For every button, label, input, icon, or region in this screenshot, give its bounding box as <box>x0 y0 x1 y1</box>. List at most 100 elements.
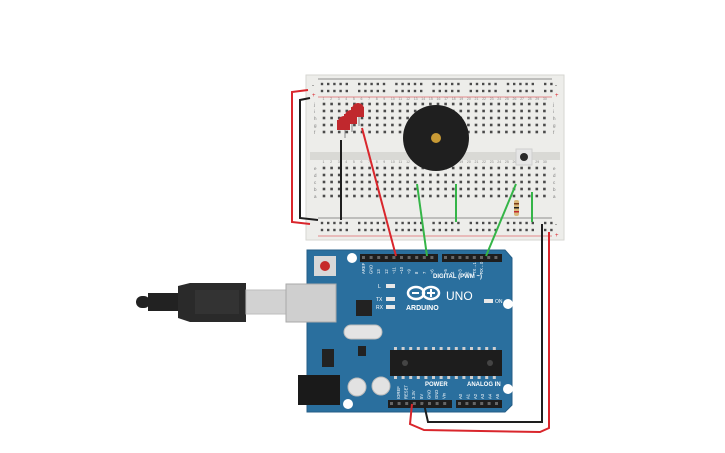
breadboard-hole[interactable] <box>391 116 394 120</box>
breadboard-hole[interactable] <box>406 102 409 106</box>
breadboard-hole[interactable] <box>512 130 516 134</box>
breadboard-hole[interactable] <box>535 187 539 191</box>
header-pin[interactable] <box>472 402 476 405</box>
breadboard-hole[interactable] <box>467 166 470 170</box>
rail-hole[interactable] <box>432 82 435 86</box>
rail-hole[interactable] <box>370 228 373 232</box>
breadboard-hole[interactable] <box>330 116 333 120</box>
breadboard-hole[interactable] <box>330 194 333 198</box>
breadboard-hole[interactable] <box>497 109 501 113</box>
rail-hole[interactable] <box>376 228 379 232</box>
breadboard-hole[interactable] <box>474 187 478 191</box>
breadboard-hole[interactable] <box>543 180 546 184</box>
breadboard-hole[interactable] <box>535 116 539 120</box>
breadboard-hole[interactable] <box>543 173 546 177</box>
header-pin[interactable] <box>392 256 396 259</box>
rail-hole[interactable] <box>333 82 336 86</box>
breadboard-hole[interactable] <box>368 130 371 134</box>
rail-hole[interactable] <box>531 89 534 93</box>
breadboard-hole[interactable] <box>375 123 379 127</box>
breadboard-hole[interactable] <box>489 187 493 191</box>
breadboard-hole[interactable] <box>391 123 394 127</box>
breadboard-hole[interactable] <box>512 109 516 113</box>
breadboard-hole[interactable] <box>345 102 349 106</box>
rail-hole[interactable] <box>358 82 361 86</box>
breadboard-hole[interactable] <box>451 102 455 106</box>
resistor[interactable] <box>514 200 519 216</box>
breadboard-hole[interactable] <box>505 166 508 170</box>
header-pin[interactable] <box>487 256 491 259</box>
breadboard-hole[interactable] <box>413 194 417 198</box>
breadboard-hole[interactable] <box>375 116 379 120</box>
rail-hole[interactable] <box>494 221 497 225</box>
header-pin[interactable] <box>397 402 401 405</box>
breadboard-hole[interactable] <box>383 173 387 177</box>
breadboard-hole[interactable] <box>413 180 417 184</box>
breadboard-hole[interactable] <box>489 116 493 120</box>
breadboard-hole[interactable] <box>337 109 341 113</box>
breadboard-hole[interactable] <box>520 180 523 184</box>
rail-hole[interactable] <box>339 89 342 93</box>
breadboard-hole[interactable] <box>375 109 379 113</box>
header-pin[interactable] <box>494 256 498 259</box>
header-pin[interactable] <box>458 402 461 405</box>
breadboard-hole[interactable] <box>368 166 371 170</box>
rail-hole[interactable] <box>432 89 435 93</box>
breadboard-hole[interactable] <box>482 109 485 113</box>
breadboard-hole[interactable] <box>444 194 447 198</box>
rail-hole[interactable] <box>420 82 423 86</box>
breadboard-hole[interactable] <box>527 194 531 198</box>
rail-hole[interactable] <box>525 82 528 86</box>
rail-hole[interactable] <box>401 82 404 86</box>
wire-black-rail-left[interactable] <box>299 97 319 221</box>
rail-hole[interactable] <box>444 228 448 232</box>
breadboard-hole[interactable] <box>527 130 531 134</box>
breadboard-hole[interactable] <box>383 123 387 127</box>
rail-hole[interactable] <box>432 228 435 232</box>
rail-hole[interactable] <box>401 89 404 93</box>
breadboard-hole[interactable] <box>421 187 425 191</box>
header-pin[interactable] <box>384 256 388 259</box>
breadboard-hole[interactable] <box>375 130 379 134</box>
rail-hole[interactable] <box>506 82 510 86</box>
rail-hole[interactable] <box>482 82 485 86</box>
breadboard-hole[interactable] <box>383 166 387 170</box>
rail-hole[interactable] <box>488 89 491 93</box>
breadboard-hole[interactable] <box>451 166 455 170</box>
breadboard-hole[interactable] <box>527 102 531 106</box>
breadboard-hole[interactable] <box>368 102 371 106</box>
breadboard-hole[interactable] <box>467 187 470 191</box>
rail-hole[interactable] <box>519 228 522 232</box>
header-pin[interactable] <box>435 402 439 405</box>
breadboard-hole[interactable] <box>489 130 493 134</box>
breadboard-hole[interactable] <box>398 173 402 177</box>
breadboard-holes[interactable] <box>320 82 553 232</box>
breadboard-hole[interactable] <box>413 187 417 191</box>
breadboard-hole[interactable] <box>436 194 440 198</box>
rail-hole[interactable] <box>494 82 497 86</box>
breadboard-hole[interactable] <box>353 166 356 170</box>
breadboard-hole[interactable] <box>375 166 379 170</box>
breadboard-hole[interactable] <box>330 166 333 170</box>
header-pin[interactable] <box>465 402 469 405</box>
power-header[interactable] <box>388 400 452 408</box>
breadboard-hole[interactable] <box>505 194 508 198</box>
rail-hole[interactable] <box>488 82 491 86</box>
rail-hole[interactable] <box>550 228 553 232</box>
rail-hole[interactable] <box>513 82 516 86</box>
rail-hole[interactable] <box>327 228 330 232</box>
breadboard-hole[interactable] <box>406 180 409 184</box>
breadboard-hole[interactable] <box>459 109 463 113</box>
breadboard-hole[interactable] <box>345 109 349 113</box>
rail-hole[interactable] <box>413 82 417 86</box>
header-pin[interactable] <box>444 256 447 259</box>
rail-hole[interactable] <box>494 228 497 232</box>
rail-hole[interactable] <box>550 221 553 225</box>
breadboard-hole[interactable] <box>398 109 402 113</box>
rail-hole[interactable] <box>320 228 324 232</box>
breadboard-hole[interactable] <box>398 187 402 191</box>
header-pin[interactable] <box>495 402 498 405</box>
breadboard-hole[interactable] <box>520 194 523 198</box>
breadboard-hole[interactable] <box>497 123 501 127</box>
